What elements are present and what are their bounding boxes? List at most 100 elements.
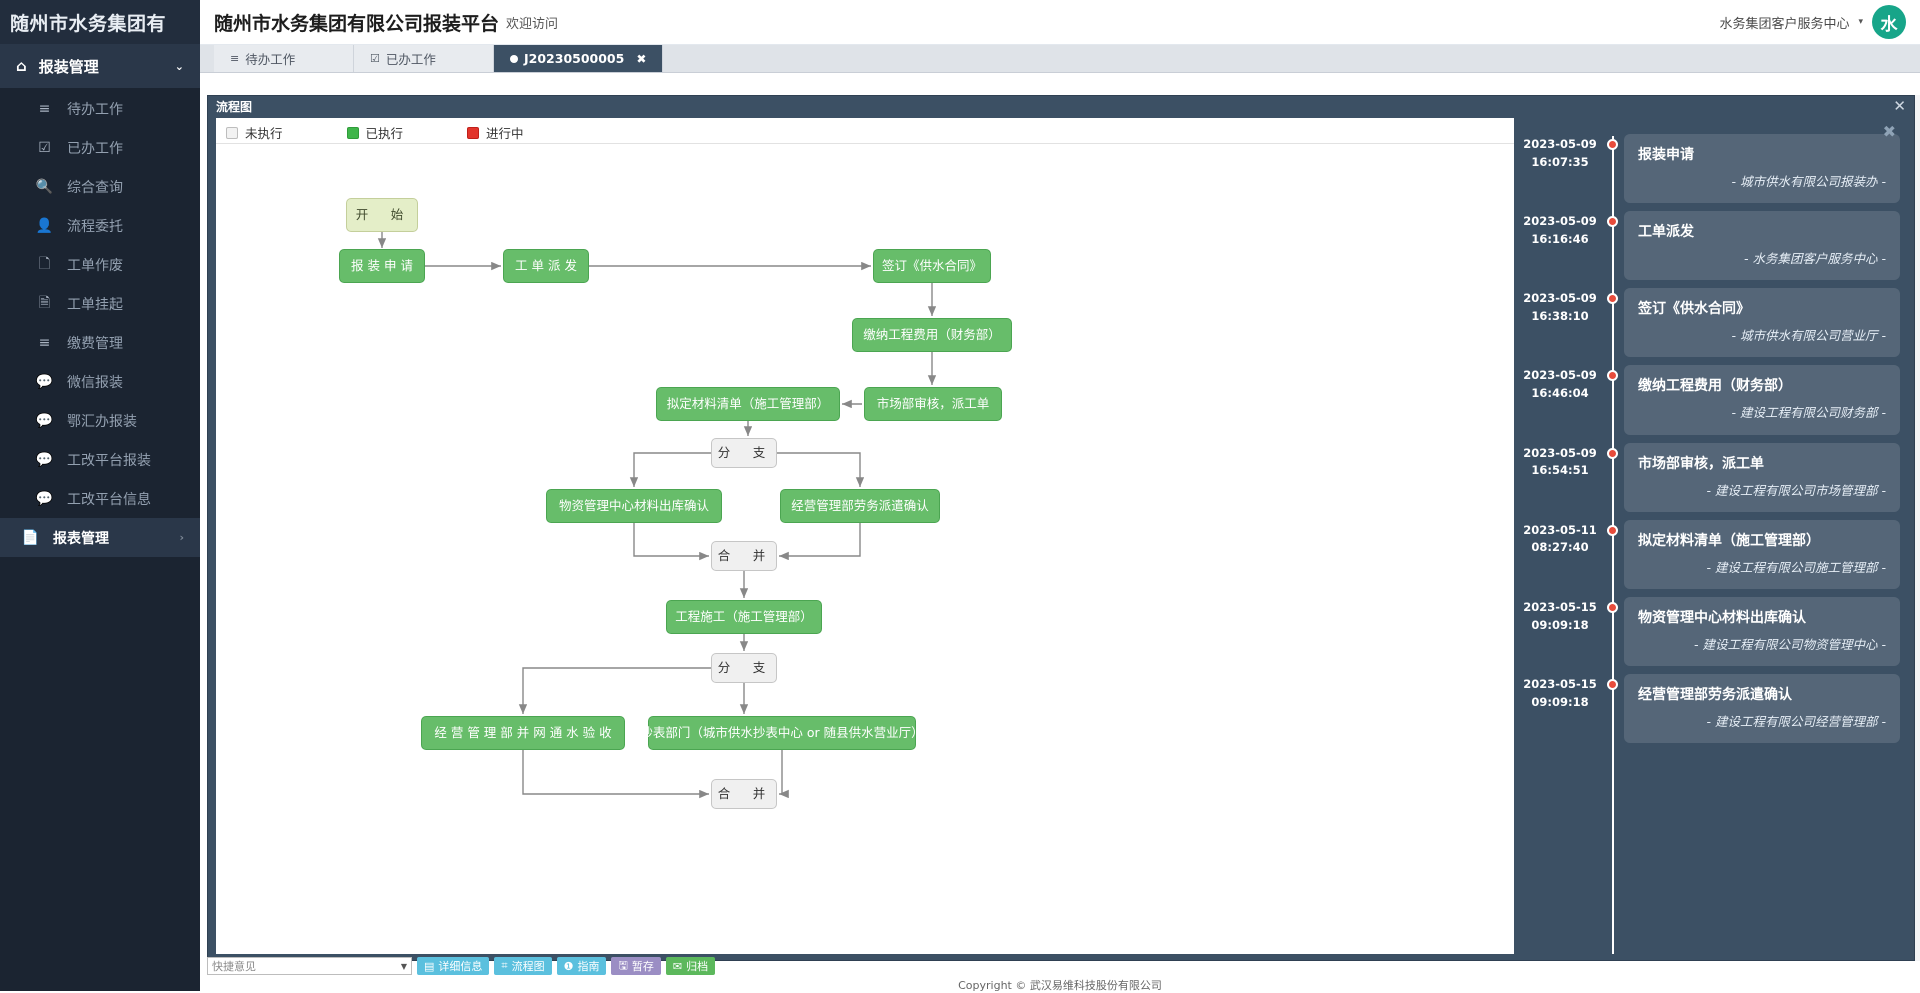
avatar[interactable]: 水	[1872, 5, 1906, 39]
flow-node-wms[interactable]: 物资管理中心材料出库确认	[546, 489, 722, 523]
toolbar-button-2[interactable]: ⌗流程图	[494, 957, 551, 975]
sidebar-item-3[interactable]: 🔍综合查询	[0, 167, 200, 206]
timeline-card[interactable]: 拟定材料清单（施工管理部）- 建设工程有限公司施工管理部 -	[1624, 520, 1900, 589]
timeline-dot	[1607, 293, 1618, 304]
sidebar-item-label: 工单挂起	[67, 294, 123, 314]
chevron-down-icon: ⌄	[175, 60, 184, 73]
timeline-card[interactable]: 经营管理部劳务派遣确认- 建设工程有限公司经营管理部 -	[1624, 674, 1900, 743]
timeline-date: 2023-05-09	[1516, 290, 1604, 308]
legend-label: 进行中	[486, 123, 524, 142]
flow-node-labor[interactable]: 经营管理部劳务派遣确认	[780, 489, 940, 523]
timeline-time: 16:46:04	[1516, 385, 1604, 403]
toolbar-button-label: 指南	[577, 958, 599, 974]
flow-node-apply[interactable]: 报 装 申 请	[339, 249, 425, 283]
timeline-card[interactable]: 市场部审核，派工单 - 建设工程有限公司市场管理部 -	[1624, 443, 1900, 512]
timeline-card[interactable]: 工单派发- 水务集团客户服务中心 -	[1624, 211, 1900, 280]
tab-3[interactable]: J20230500005✖	[494, 45, 663, 72]
timeline-dot	[1607, 216, 1618, 227]
timeline-date: 2023-05-09	[1516, 445, 1604, 463]
timeline-card[interactable]: 签订《供水合同》- 城市供水有限公司营业厅 -	[1624, 288, 1900, 357]
sidebar-item-2[interactable]: ☑已办工作	[0, 128, 200, 167]
close-icon[interactable]: ✖	[1883, 122, 1896, 141]
toolbar-button-1[interactable]: ▤详细信息	[417, 957, 489, 975]
flow-node-start[interactable]: 开 始	[346, 198, 418, 232]
sidebar-item-1[interactable]: ≡待办工作	[0, 89, 200, 128]
sidebar-item-6[interactable]: 🗎 工单挂起	[0, 284, 200, 323]
timeline-dot	[1607, 370, 1618, 381]
sidebar-item-7[interactable]: ≡缴费管理	[0, 323, 200, 362]
timeline-dot	[1607, 525, 1618, 536]
sidebar-item-10[interactable]: 💬工改平台报装	[0, 440, 200, 479]
flowchart-legend: 未执行 已执行 进行中	[216, 118, 1514, 144]
close-icon[interactable]: ✖	[636, 52, 646, 66]
tab-2[interactable]: ☑已办工作	[354, 45, 494, 72]
flow-node-build[interactable]: 工程施工（施工管理部）	[666, 600, 822, 634]
timeline-org: - 建设工程有限公司市场管理部 -	[1638, 482, 1886, 500]
legend-item-3[interactable]: 进行中	[467, 123, 524, 142]
sidebar-item-11[interactable]: 💬工改平台信息	[0, 479, 200, 518]
legend-item-1[interactable]: 未执行	[226, 123, 283, 142]
legend-item-2[interactable]: 已执行	[347, 123, 404, 142]
sidebar-item-report-management[interactable]: 📄 报表管理 ›	[0, 518, 200, 557]
timeline-time: 16:54:51	[1516, 462, 1604, 480]
page-title: 随州市水务集团有限公司报装平台	[214, 9, 499, 36]
sidebar-item-5[interactable]: 🗋工单作废	[0, 245, 200, 284]
toolbar-button-4[interactable]: 🖫暂存	[611, 957, 660, 975]
flow-node-br2[interactable]: 分 支	[711, 653, 777, 683]
app-header: 随州市水务集团有限公司报装平台 欢迎访问 水务集团客户服务中心 ▾ 水	[200, 0, 1920, 45]
flow-node-meter[interactable]: 抄表部门（城市供水抄表中心 or 随县供水营业厅）	[648, 716, 916, 750]
save-icon: 🖫	[618, 957, 627, 976]
sidebar-item-label: 综合查询	[67, 177, 123, 197]
flow-node-pay[interactable]: 缴纳工程费用（财务部）	[852, 318, 1012, 352]
sidebar-item-8[interactable]: 💬微信报装	[0, 362, 200, 401]
list-icon: ≡	[230, 52, 239, 65]
timeline-card[interactable]: 缴纳工程费用（财务部）- 建设工程有限公司财务部 -	[1624, 365, 1900, 434]
tab-1[interactable]: ≡待办工作	[214, 45, 354, 72]
timeline-date: 2023-05-09	[1516, 213, 1604, 231]
timeline-time: 09:09:18	[1516, 694, 1604, 712]
flow-node-mg1[interactable]: 合 并	[711, 541, 777, 571]
info-card-icon: ▤	[424, 960, 434, 973]
timeline-title: 市场部审核，派工单	[1638, 453, 1886, 473]
flow-node-br1[interactable]: 分 支	[711, 438, 777, 468]
close-icon[interactable]: ✕	[1893, 97, 1906, 115]
sidebar-section-baozhuang[interactable]: ⌂ 报装管理 ⌄	[0, 44, 200, 89]
flow-node-sign[interactable]: 签订《供水合同》	[873, 249, 991, 283]
timeline-title: 经营管理部劳务派遣确认	[1638, 684, 1886, 704]
timeline-title: 报装申请	[1638, 144, 1886, 164]
timeline-card[interactable]: 报装申请- 城市供水有限公司报装办 -	[1624, 134, 1900, 203]
user-menu[interactable]: 水务集团客户服务中心 ▾ 水	[1719, 5, 1906, 39]
sidebar-item-4[interactable]: 👤流程委托	[0, 206, 200, 245]
flow-node-mat[interactable]: 拟定材料清单（施工管理部）	[656, 387, 840, 421]
sidebar-item-9[interactable]: 💬鄂汇办报装	[0, 401, 200, 440]
sidebar-item-list: ≡待办工作☑已办工作🔍综合查询👤流程委托🗋工单作废 🗎 工单挂起 ≡缴费管理💬微信报装…	[0, 89, 200, 518]
file-pause-icon: 🗎	[36, 292, 53, 316]
flow-node-mg2[interactable]: 合 并	[711, 779, 777, 809]
quick-opinion-select[interactable]: 快捷意见 ▼	[207, 957, 412, 975]
flow-node-ticket[interactable]: 工 单 派 发	[503, 249, 589, 283]
toolbar-button-5[interactable]: ✉归档	[666, 957, 715, 975]
flow-node-market[interactable]: 市场部审核，派工单	[864, 387, 1002, 421]
timeline-date: 2023-05-15	[1516, 599, 1604, 617]
flow-node-accept[interactable]: 经 营 管 理 部 并 网 通 水 验 收	[421, 716, 625, 750]
flowchart-graph[interactable]: 开 始报 装 申 请 工 单 派 发 签订《供水合同》缴纳工程费用（财务部） 市场部审…	[216, 149, 1514, 954]
home-icon: ⌂	[16, 57, 27, 75]
toolbar-button-label: 流程图	[512, 958, 545, 974]
timeline-card[interactable]: 物资管理中心材料出库确认- 建设工程有限公司物资管理中心 -	[1624, 597, 1900, 666]
